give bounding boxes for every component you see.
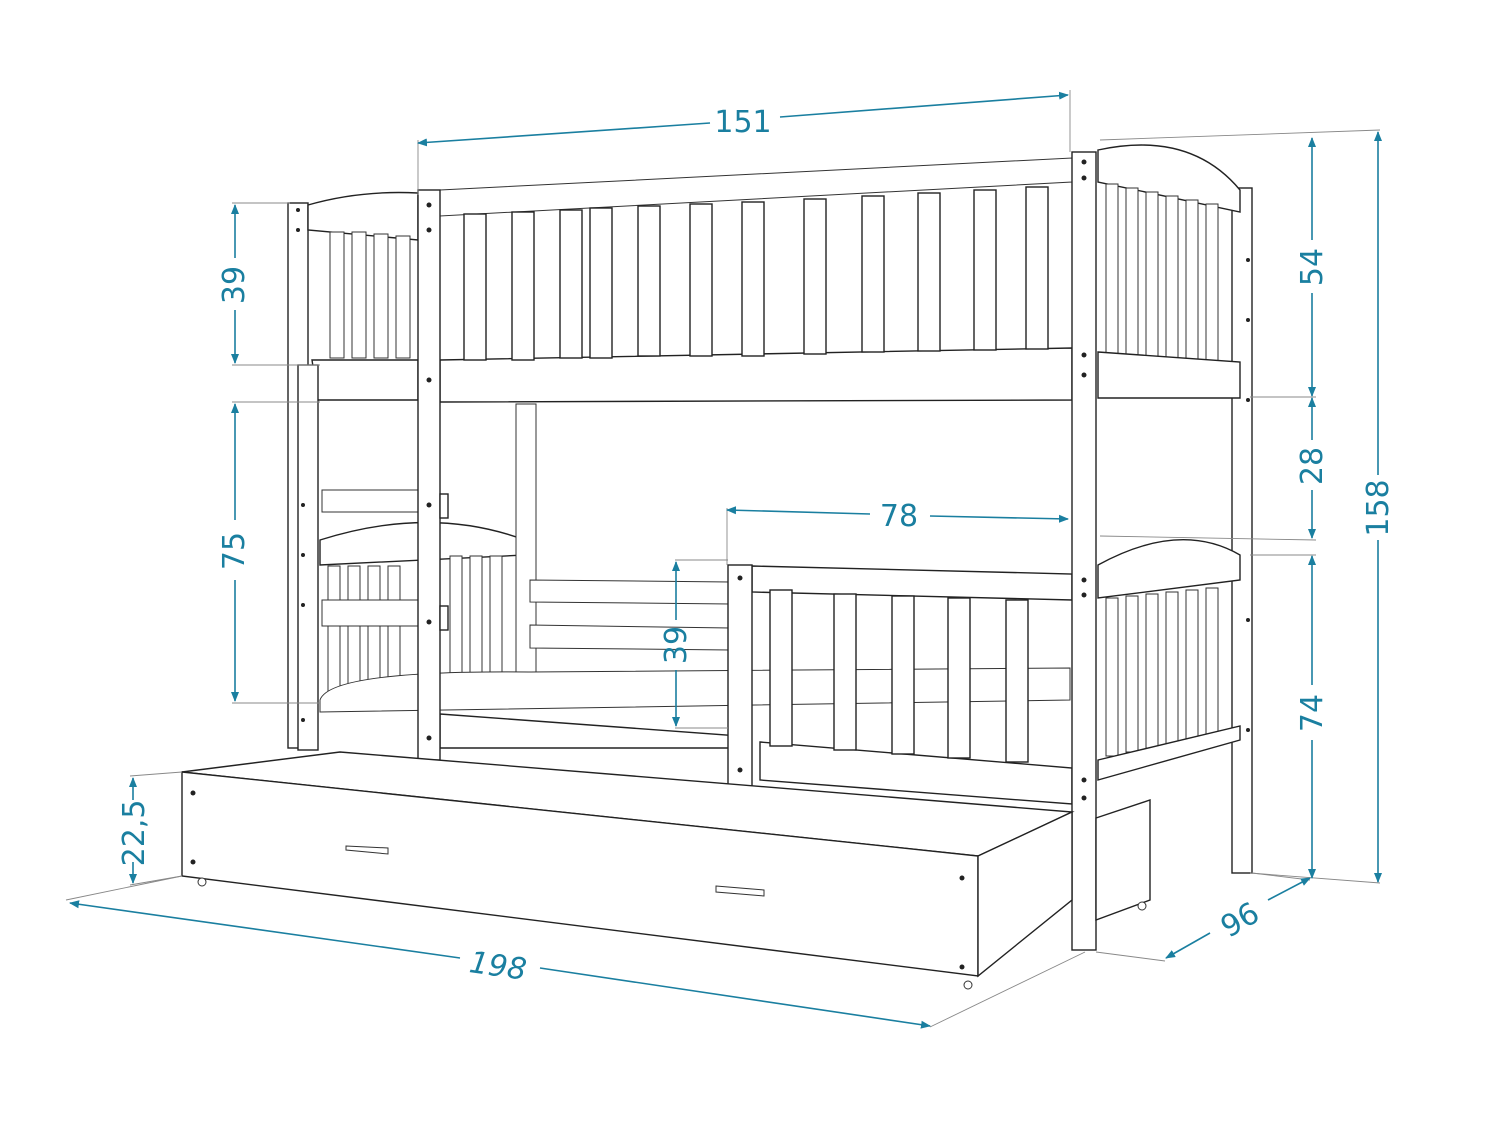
bed-frame — [287, 144, 1253, 951]
dim-lower-bed-opening: 75 — [217, 532, 252, 570]
upper-right-slats — [1105, 183, 1219, 367]
dim-top-rail-height: 39 — [217, 266, 252, 304]
dim-bed-gap: 28 — [1295, 447, 1330, 485]
dim-total-height: 158 — [1361, 479, 1396, 536]
dim-guard-rail-height: 39 — [659, 626, 694, 664]
dim-guard-rail-length: 78 — [880, 499, 918, 534]
dimension-lines — [65, 90, 1382, 1029]
upper-guard-slats — [463, 186, 1049, 361]
lower-guard-slats — [769, 589, 1029, 763]
trundle-drawer — [181, 751, 1151, 990]
dim-lower-headboard-height: 74 — [1295, 694, 1330, 732]
dim-top-width: 151 — [714, 105, 771, 140]
dim-total-length: 198 — [467, 945, 529, 988]
dim-drawer-height: 22,5 — [117, 800, 152, 867]
dim-upper-headboard-height: 54 — [1295, 248, 1330, 286]
dim-depth: 96 — [1215, 896, 1266, 945]
